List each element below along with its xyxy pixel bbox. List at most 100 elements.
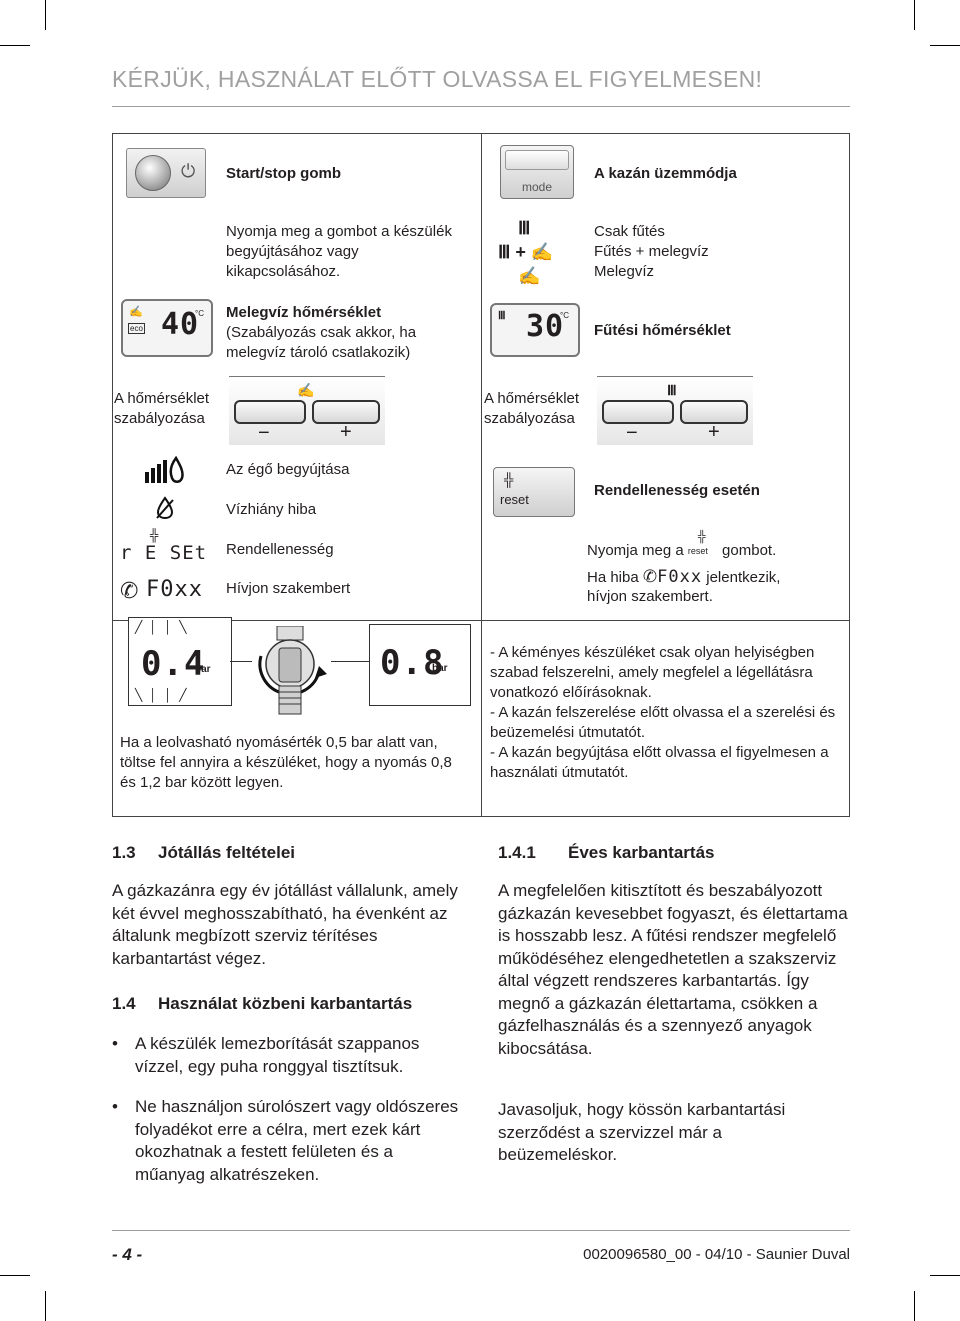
pressure-display-low: 0.4 bar ╱ │ │ ╲ ╲ │ │ ╱: [128, 617, 232, 706]
pressure-text: Ha a leolvasható nyomásérték 0,5 bar ala…: [120, 734, 452, 791]
plus-label: +: [708, 421, 720, 443]
temp-adjust-label-right: A hőmérséklet szabályozása: [484, 390, 580, 427]
note-1: - A kéményes készüléket csak olyan helyi…: [490, 644, 815, 701]
radiator-icon: Ⅲ: [498, 310, 506, 322]
blink-rays-icon: ╲ │ │ ╱: [135, 688, 189, 702]
phone-icon: ✆: [120, 578, 139, 603]
mode-title: A kazán üzemmódja: [594, 165, 737, 182]
arrow-line: [331, 661, 369, 662]
flame-bars-icon: [145, 456, 184, 483]
reset-inline-button: ╬ reset: [688, 531, 718, 561]
filling-valve-icon: [258, 626, 327, 715]
heating-temp-unit: °C: [560, 311, 569, 320]
header-rule: [112, 106, 850, 107]
radiator-icon: Ⅲ: [667, 382, 677, 398]
arrow-line: [230, 661, 252, 662]
dhw-temp-unit: °C: [195, 309, 204, 318]
bullet-dot: •: [112, 1097, 118, 1116]
reset-line-1: Nyomja meg a ╬ reset gombot.: [587, 531, 777, 561]
crop-mark: [914, 1291, 915, 1321]
dhw-temp-text: (Szabályozás csak akkor, ha melegvíz tár…: [226, 324, 417, 361]
water-fault-text: Vízhiány hiba: [226, 501, 317, 518]
pressure-display-high: 0.8 bar: [369, 624, 471, 706]
crop-mark: [930, 1275, 960, 1276]
crop-mark: [45, 0, 46, 30]
section-1-4-1-para-2: Javasoljuk, hogy kössön karbantartási sz…: [498, 1100, 786, 1164]
reset-button-label: reset: [500, 492, 529, 507]
start-stop-title: Start/stop gomb: [226, 165, 341, 182]
reset-line-3: hívjon szakembert.: [587, 588, 713, 605]
start-stop-text: Nyomja meg a gombot a készülék begyújtás…: [226, 223, 452, 280]
pressure-unit: bar: [195, 664, 211, 675]
heating-plus-button[interactable]: [680, 400, 748, 424]
crop-mark: [930, 45, 960, 46]
plus-label: +: [340, 421, 352, 443]
power-icon: ⏻: [181, 161, 196, 181]
dhw-minus-button[interactable]: [234, 400, 306, 424]
section-1-4-title: Használat közbeni karbantartás: [158, 994, 413, 1013]
section-1-4-bullet-1: A készülék lemezborítását szappanos vízz…: [135, 1034, 420, 1076]
pressure-value-low: 0.4: [141, 644, 206, 684]
mode-option-2: Fűtés + melegvíz: [594, 243, 709, 260]
heating-minus-button[interactable]: [602, 400, 674, 424]
minus-label: −: [626, 422, 638, 444]
blink-rays-icon: ╱ │ │ ╲: [135, 620, 189, 634]
tap-icon: ✍: [518, 266, 541, 286]
mode-button[interactable]: mode: [500, 145, 574, 199]
mode-label: mode: [521, 180, 553, 194]
document-reference: 0020096580_00 - 04/10 - Saunier Duval: [583, 1246, 850, 1263]
heating-display: Ⅲ 30 °C: [490, 303, 580, 357]
crop-mark: [0, 45, 30, 46]
note-3: - A kazán begyújtása előtt olvassa el fi…: [490, 744, 829, 781]
eco-label: eco: [128, 323, 145, 334]
footer-rule: [112, 1230, 850, 1231]
heating-temp-value: 30: [526, 309, 565, 344]
section-1-3-text: A gázkazánra egy év jótállást vállalunk,…: [112, 881, 458, 968]
phone-icon: ✆: [642, 567, 658, 586]
fault-code: F0xx: [146, 577, 203, 602]
section-1-4-1-title: Éves karbantartás: [568, 843, 715, 862]
bullet-dot: •: [112, 1034, 118, 1053]
table-divider-vertical: [481, 133, 482, 817]
mode-option-3: Melegvíz: [594, 263, 655, 280]
crop-mark: [914, 0, 915, 30]
fault-code-inline: F0xx: [657, 567, 703, 587]
reset-text: Rendellenesség: [226, 541, 334, 558]
dhw-temp-title: Melegvíz hőmérséklet: [226, 304, 382, 321]
heating-temp-title: Fűtési hőmérséklet: [594, 322, 731, 339]
minus-label: −: [258, 422, 270, 444]
start-stop-button[interactable]: [135, 155, 171, 191]
tap-icon: ✍: [129, 306, 143, 318]
radiator-tap-icon: Ⅲ + ✍: [498, 242, 554, 262]
crop-mark: [0, 1275, 30, 1276]
section-1-4-bullet-2: Ne használjon súrolószert vagy oldószere…: [135, 1097, 459, 1184]
radiator-icon: Ⅲ: [518, 218, 531, 238]
page-number: - 4 -: [112, 1245, 143, 1264]
water-drop-icon: [156, 496, 174, 520]
table-divider-horizontal: [112, 620, 850, 621]
burner-text: Az égő begyújtása: [226, 461, 350, 478]
pressure-unit: bar: [432, 663, 448, 674]
reset-line-2: Ha hiba ✆F0xx jelentkezik,: [587, 567, 781, 587]
tap-icon: ✍: [297, 382, 315, 398]
mode-option-1: Csak fűtés: [594, 223, 665, 240]
temp-adjust-label-left: A hőmérséklet szabályozása: [114, 390, 210, 427]
dhw-plus-button[interactable]: [312, 400, 380, 424]
reset-symbol-icon: ╬: [150, 528, 159, 542]
section-1-3-title: Jótállás feltételei: [158, 843, 296, 862]
section-1-3-number: 1.3: [112, 843, 136, 862]
crop-mark: [45, 1291, 46, 1321]
reset-line-1b: gombot.: [722, 542, 777, 559]
page-title: KÉRJÜK, HASZNÁLAT ELŐTT OLVASSA EL FIGYE…: [112, 66, 763, 92]
section-1-4-number: 1.4: [112, 994, 136, 1013]
reset-button[interactable]: ╬ reset: [493, 467, 575, 517]
call-service-text: Hívjon szakembert: [226, 580, 351, 597]
pressure-value-high: 0.8: [380, 643, 445, 683]
reset-symbol-icon: ╬: [504, 472, 514, 487]
note-2: - A kazán felszerelése előtt olvassa el …: [490, 704, 836, 741]
section-1-4-1-para-1: A megfelelően kitisztított és beszabályo…: [498, 881, 848, 1058]
reset-code: r E SEt: [120, 542, 208, 564]
reset-symbol-icon: ╬: [697, 531, 706, 543]
reset-line-1a: Nyomja meg a: [587, 542, 684, 559]
dhw-display: ✍ eco 40 °C: [121, 299, 213, 357]
